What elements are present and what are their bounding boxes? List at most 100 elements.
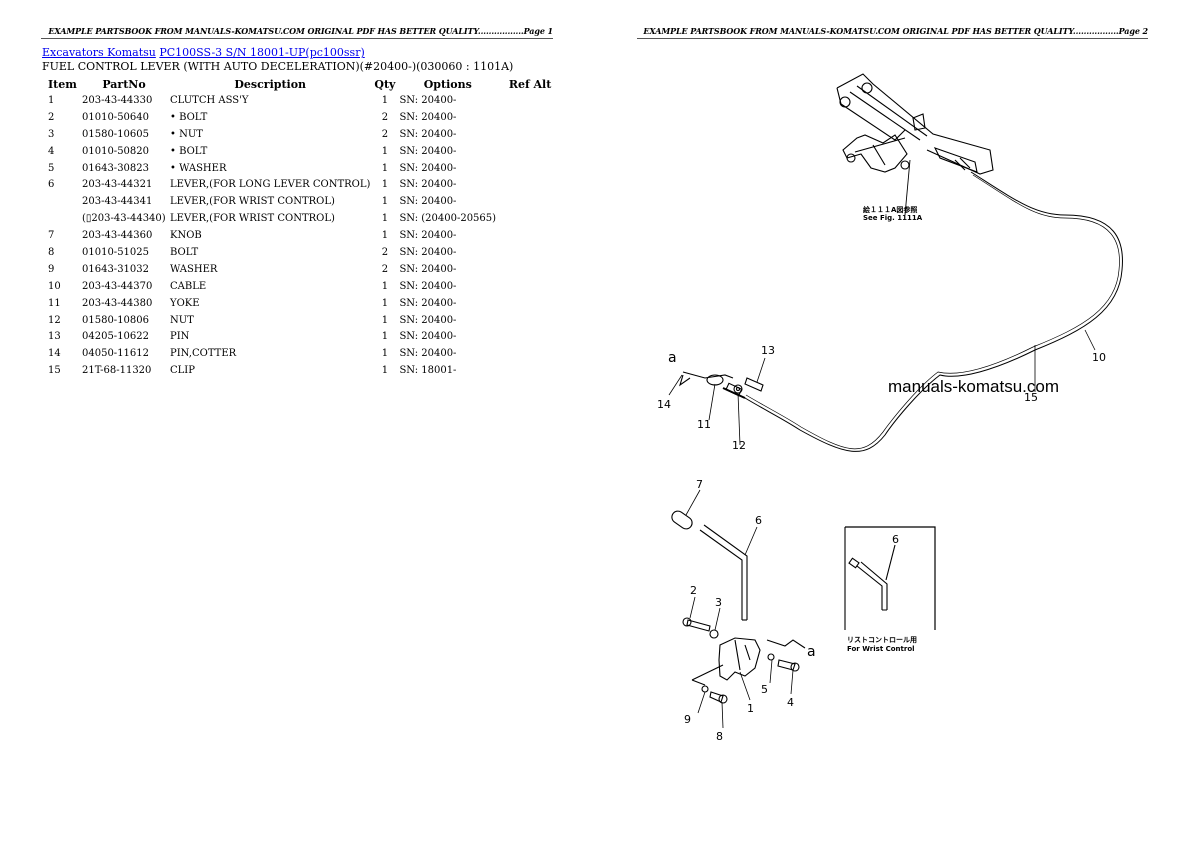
description-cell: YOKE [170, 297, 200, 309]
callout-11: 11 [697, 418, 711, 431]
partno-cell: 01010-50820 [82, 145, 150, 157]
ref-alt-cell [498, 295, 562, 312]
qty-cell: 2 [381, 246, 389, 258]
page-1: EXAMPLE PARTSBOOK FROM MANUALS-KOMATSU.C… [41, 26, 562, 379]
partno-cell: 203-43-44360 [82, 230, 153, 242]
ref-alt-cell [498, 193, 562, 210]
item-cell: 7 [48, 230, 55, 242]
description-cell: LEVER,(FOR WRIST CONTROL) [170, 213, 335, 225]
breadcrumb-link-excavators[interactable]: Excavators Komatsu [42, 46, 156, 59]
description-cell: • BOLT [170, 145, 208, 157]
callout-9: 9 [684, 713, 691, 726]
qty-cell: 1 [381, 280, 389, 292]
callout-8: 8 [716, 730, 723, 743]
table-row: 15 21T-68-11320 CLIP 1 SN: 18001- [42, 362, 562, 379]
ref-alt-cell [498, 278, 562, 295]
ref-alt-cell [498, 210, 562, 227]
qty-cell: 1 [381, 365, 389, 377]
ref-alt-cell [498, 176, 562, 193]
watermark: manuals-komatsu.com [888, 377, 1059, 396]
options-cell: SN: 20400- [399, 230, 457, 242]
ref-alt-cell [498, 328, 562, 345]
partno-cell: 01010-50640 [82, 111, 150, 123]
description-cell: • BOLT [170, 111, 208, 123]
ref-alt-cell [498, 227, 562, 244]
partno-cell: 01643-31032 [82, 263, 150, 275]
item-cell: 3 [48, 128, 55, 140]
ref-alt-cell [498, 126, 562, 143]
description-cell: • WASHER [170, 162, 227, 174]
options-cell: SN: 20400- [399, 128, 457, 140]
callout-15: 15 [1024, 391, 1038, 404]
options-cell: SN: 20400- [399, 111, 457, 123]
ref-alt-cell [498, 362, 562, 379]
item-cell: 2 [48, 111, 55, 123]
description-cell: LEVER,(FOR WRIST CONTROL) [170, 196, 335, 208]
description-cell: CABLE [170, 280, 207, 292]
description-cell: CLIP [170, 365, 195, 377]
callout-4: 4 [787, 696, 794, 709]
wrist-control-label: For Wrist Control [847, 645, 915, 653]
breadcrumb-link-model[interactable]: PC100SS-3 S/N 18001-UP(pc100ssr) [159, 46, 365, 59]
partno-cell: 21T-68-11320 [82, 365, 152, 377]
description-cell: KNOB [170, 230, 202, 242]
item-cell: 1 [48, 94, 55, 106]
col-qty: Qty [374, 77, 396, 91]
options-cell: SN: 20400- [399, 145, 457, 157]
item-cell [42, 193, 80, 210]
item-cell: 14 [48, 348, 61, 360]
qty-cell: 1 [381, 94, 389, 106]
description-cell: CLUTCH ASS'Y [170, 94, 249, 106]
options-cell: SN: 20400- [399, 280, 457, 292]
table-row: (▯203-43-44340) LEVER,(FOR WRIST CONTROL)… [42, 210, 562, 227]
ref-alt-cell [498, 261, 562, 278]
callout-13: 13 [761, 344, 775, 357]
qty-cell: 1 [381, 230, 389, 242]
item-cell: 6 [48, 179, 55, 191]
qty-cell: 1 [381, 162, 389, 174]
parts-table: Item PartNo Description Qty Options Ref … [42, 76, 562, 379]
item-cell: 4 [48, 145, 55, 157]
see-fig-label: See Fig. 1111A [863, 214, 923, 222]
table-row: 7 203-43-44360 KNOB 1 SN: 20400- [42, 227, 562, 244]
yoke-pin-parts [679, 371, 764, 394]
item-cell: 11 [48, 297, 61, 309]
callout-6: 6 [755, 514, 762, 527]
partno-cell: 01010-51025 [82, 246, 150, 258]
partno-cell: 04050-11612 [82, 348, 150, 360]
wrist-jp-label: リストコントロール用 [847, 636, 917, 644]
options-cell: SN: 18001- [399, 365, 457, 377]
description-cell: LEVER,(FOR LONG LEVER CONTROL) [170, 179, 371, 191]
item-cell: 8 [48, 246, 55, 258]
description-cell: WASHER [170, 263, 218, 275]
section-title: FUEL CONTROL LEVER (WITH AUTO DECELERATI… [42, 60, 514, 73]
item-cell: 13 [48, 331, 61, 343]
qty-cell: 2 [381, 263, 389, 275]
qty-cell: 2 [381, 111, 389, 123]
item-cell: 9 [48, 263, 55, 275]
item-cell: 15 [48, 365, 61, 377]
partno-cell: 01580-10806 [82, 314, 150, 326]
callout-12: 12 [732, 439, 746, 452]
item-cell: 10 [48, 280, 61, 292]
callout-1: 1 [747, 702, 754, 715]
see-fig-jp-label: 絵１１１A図参照 [863, 205, 917, 214]
qty-cell: 1 [381, 331, 389, 343]
callout-10: 10 [1092, 351, 1106, 364]
options-cell: SN: 20400- [399, 196, 457, 208]
qty-cell: 1 [381, 314, 389, 326]
partno-cell: 04205-10622 [82, 331, 150, 343]
options-cell: SN: 20400- [399, 162, 457, 174]
partno-cell: 203-43-44330 [82, 94, 153, 106]
options-cell: SN: 20400- [399, 246, 457, 258]
partno-cell: (▯203-43-44340) [82, 213, 166, 225]
col-ref-alt: Ref Alt [508, 77, 552, 91]
